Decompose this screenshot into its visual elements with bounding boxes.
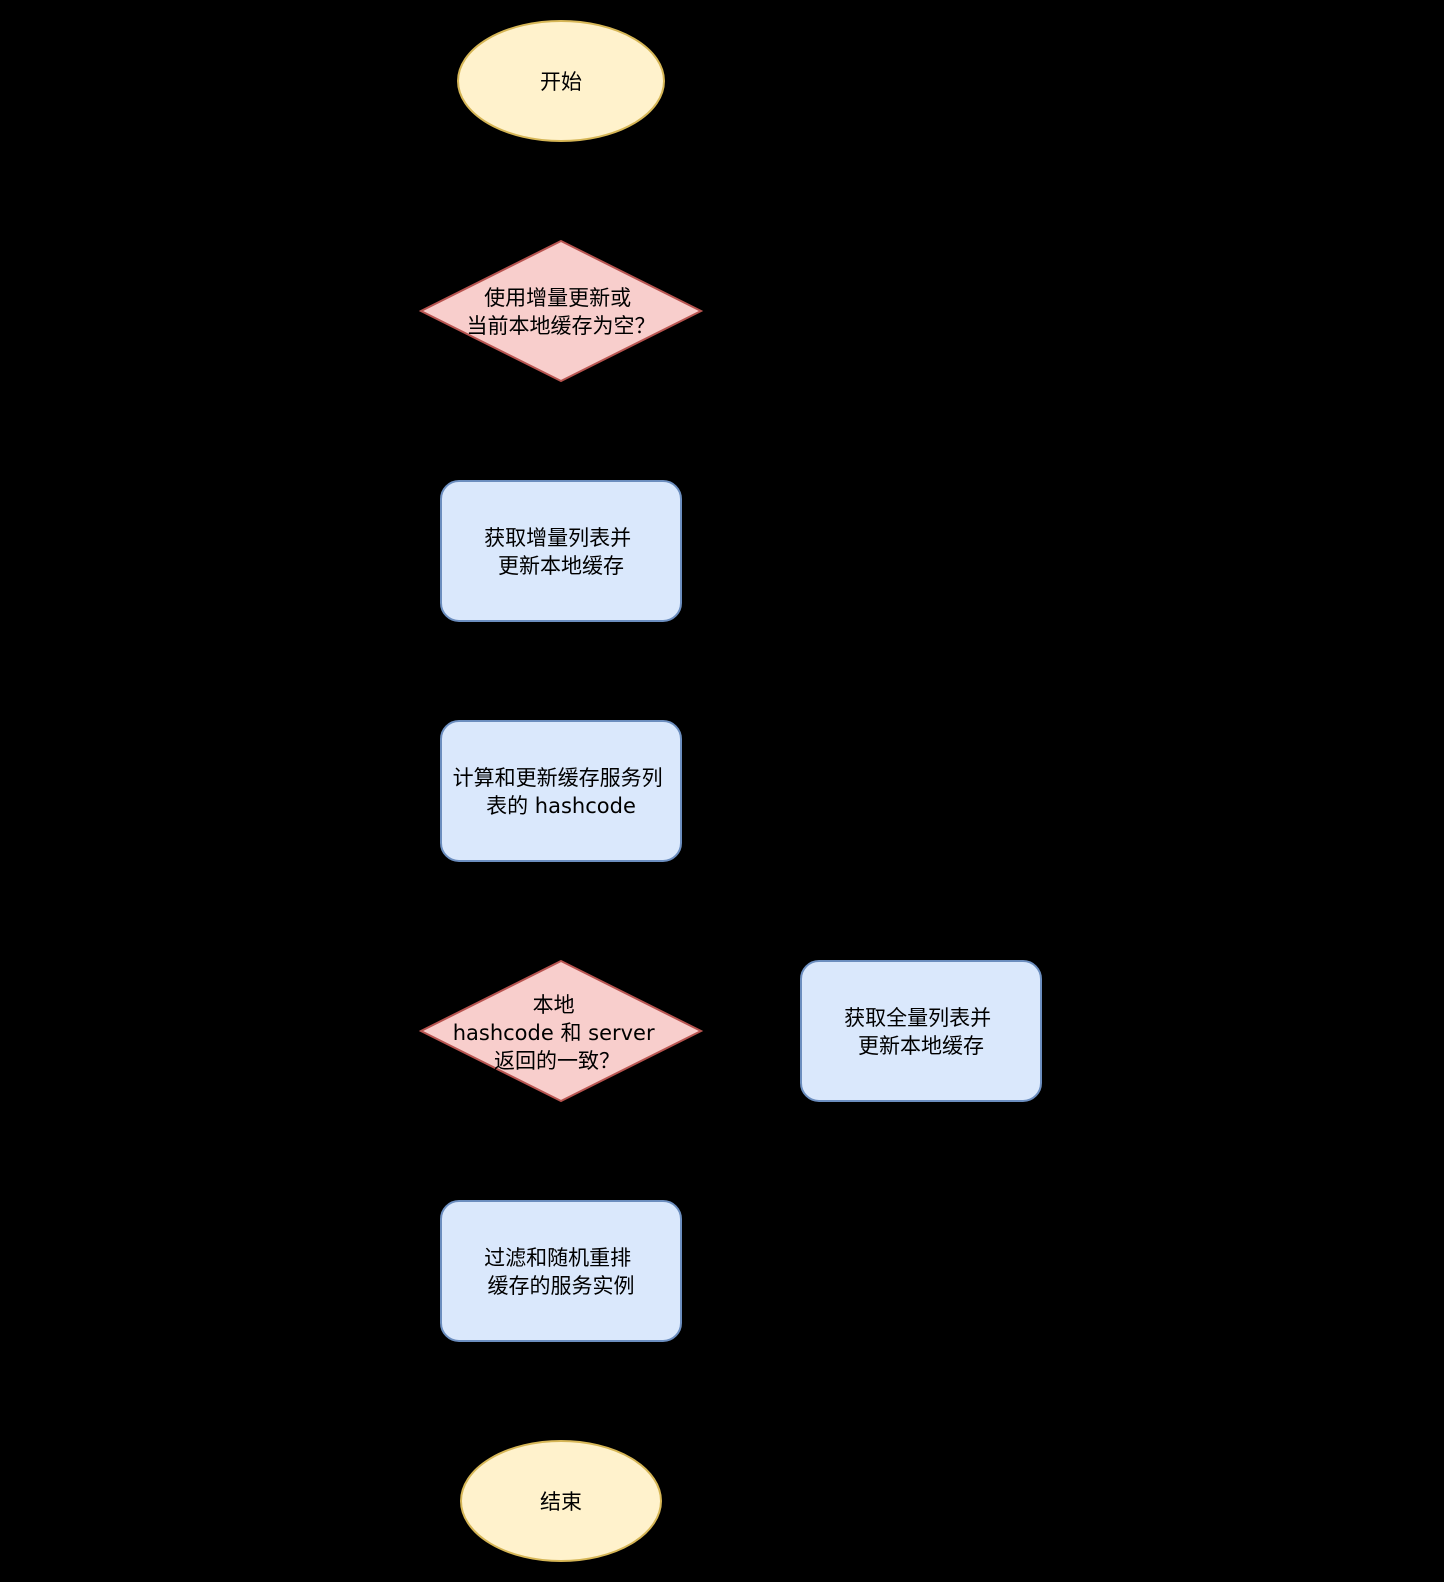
decision-hashcode-label-line: hashcode 和 server: [453, 1021, 655, 1045]
decision-incremental-label-line: 使用增量更新或: [484, 286, 631, 310]
node-decision-incremental: 使用增量更新或 当前本地缓存为空？: [418, 239, 704, 383]
node-fetch-full: 获取全量列表并 更新本地缓存: [800, 960, 1042, 1102]
start-label-line: 开始: [540, 70, 582, 94]
filter-shuffle-label: 过滤和随机重排 缓存的服务实例: [484, 1246, 638, 1298]
filter-shuffle-label-line: 过滤和随机重排: [484, 1246, 631, 1270]
start-terminal-shape: [457, 20, 665, 142]
node-compute-hashcode: 计算和更新缓存服务列 表的 hashcode: [440, 720, 682, 862]
fetch-incremental-label: 获取增量列表并 更新本地缓存: [484, 526, 638, 578]
fetch-incremental-label-line: 更新本地缓存: [498, 554, 624, 578]
fetch-incremental-box: [440, 480, 682, 622]
compute-hashcode-label-line: 计算和更新缓存服务列: [453, 766, 663, 790]
decision-hashcode-label: 本地 hashcode 和 server 返回的一致？: [453, 993, 662, 1073]
decision-hashcode-label-line: 返回的一致？: [494, 1049, 620, 1073]
decision-incremental-label: 使用增量更新或 当前本地缓存为空？: [467, 286, 656, 338]
node-decision-hashcode: 本地 hashcode 和 server 返回的一致？: [418, 959, 704, 1103]
fetch-full-label: 获取全量列表并 更新本地缓存: [844, 1006, 998, 1058]
filter-shuffle-label-line: 缓存的服务实例: [488, 1274, 635, 1298]
filter-shuffle-box: [440, 1200, 682, 1342]
node-start: 开始: [457, 20, 665, 142]
decision-incremental-label-line: 当前本地缓存为空？: [467, 314, 656, 338]
fetch-incremental-label-line: 获取增量列表并: [484, 526, 631, 550]
fetch-full-label-line: 获取全量列表并: [844, 1006, 991, 1030]
fetch-full-box: [800, 960, 1042, 1102]
decision-hashcode-label-line: 本地: [533, 993, 575, 1017]
node-filter-shuffle: 过滤和随机重排 缓存的服务实例: [440, 1200, 682, 1342]
fetch-full-label-line: 更新本地缓存: [858, 1034, 984, 1058]
end-label: 结束: [540, 1490, 582, 1514]
node-end: 结束: [460, 1440, 662, 1562]
compute-hashcode-box: [440, 720, 682, 862]
node-fetch-incremental: 获取增量列表并 更新本地缓存: [440, 480, 682, 622]
compute-hashcode-label: 计算和更新缓存服务列 表的 hashcode: [453, 766, 670, 818]
flowchart-edges: [560, 141, 801, 1441]
decision-incremental-diamond: [418, 239, 704, 383]
compute-hashcode-label-line: 表的 hashcode: [486, 794, 636, 818]
decision-hashcode-diamond: [418, 959, 704, 1103]
start-label: 开始: [540, 70, 582, 94]
end-label-line: 结束: [540, 1490, 582, 1514]
end-terminal-shape: [460, 1440, 662, 1562]
